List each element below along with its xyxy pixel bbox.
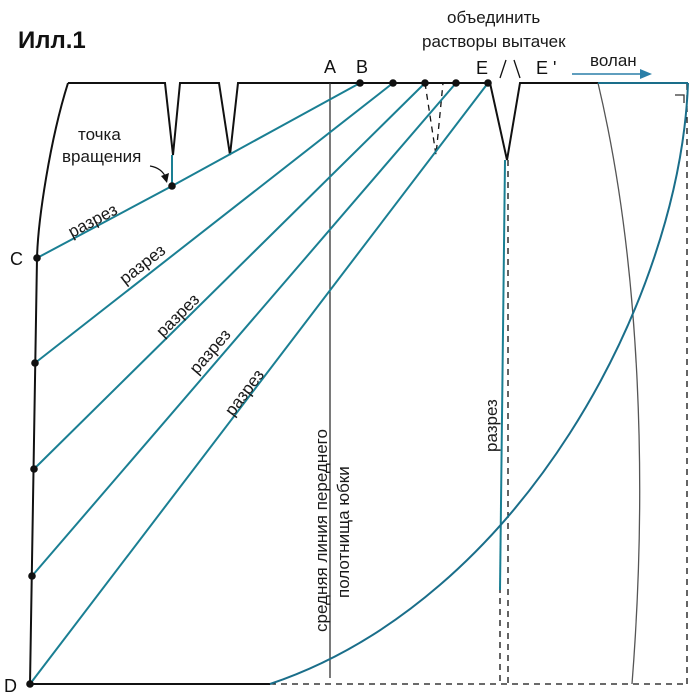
waist-point-4 xyxy=(452,79,460,87)
cut-label-3: разрез xyxy=(152,290,203,341)
waist-point-b xyxy=(356,79,364,87)
point-3 xyxy=(30,465,38,473)
inner-flounce-curve xyxy=(597,82,641,685)
point-4 xyxy=(28,572,36,580)
merge-label-line2: растворы вытачек xyxy=(422,32,566,51)
corner-mark xyxy=(675,94,685,103)
label-point-e: E xyxy=(476,58,488,78)
flounce-hem-curve xyxy=(269,82,689,685)
label-point-c: C xyxy=(10,249,23,269)
dashed-construction xyxy=(270,82,688,685)
cut-label-5: разрез xyxy=(221,366,268,420)
cut-label-vertical: разрез xyxy=(482,399,501,452)
waist-point-2 xyxy=(389,79,397,87)
centerline-label-line1: средняя линия переднего xyxy=(312,429,331,632)
waist-point-3 xyxy=(421,79,429,87)
pivot-leader-arrowhead xyxy=(161,173,169,183)
cut-label-1: разрез xyxy=(65,200,121,242)
waist-line xyxy=(68,82,598,161)
cut-line-2 xyxy=(34,82,394,364)
flounce-label: волан xyxy=(590,51,637,70)
flounce-outline xyxy=(269,82,689,685)
waist-point-e xyxy=(484,79,492,87)
point-d xyxy=(26,680,34,688)
cut-line-5 xyxy=(29,82,489,685)
centerline-label-line2: полотнища юбки xyxy=(334,466,353,598)
point-c xyxy=(33,254,41,262)
cut-line-1-upper xyxy=(171,82,361,187)
figure-title: Илл.1 xyxy=(18,27,86,54)
cut-line-4 xyxy=(31,82,457,577)
point-2 xyxy=(31,359,39,367)
cut-lines xyxy=(29,82,506,685)
merge-marks xyxy=(499,59,521,79)
cut-line-3 xyxy=(33,82,426,470)
pivot-label-line2: вращения xyxy=(62,147,141,166)
pivot-label-line1: точка xyxy=(78,125,121,144)
pivot-point xyxy=(168,182,176,190)
merge-label-line1: объединить xyxy=(447,8,540,27)
folded-dart-dashed xyxy=(424,82,444,156)
points xyxy=(26,79,492,688)
side-seam-line xyxy=(29,82,69,685)
label-point-a: A xyxy=(324,57,336,77)
cut-line-1-lower xyxy=(36,185,173,259)
label-point-b: B xyxy=(356,57,368,77)
label-point-d: D xyxy=(4,676,17,696)
flounce-arrow xyxy=(572,69,652,79)
cut-line-vertical xyxy=(499,159,506,591)
label-point-e-prime: E ' xyxy=(536,58,556,78)
